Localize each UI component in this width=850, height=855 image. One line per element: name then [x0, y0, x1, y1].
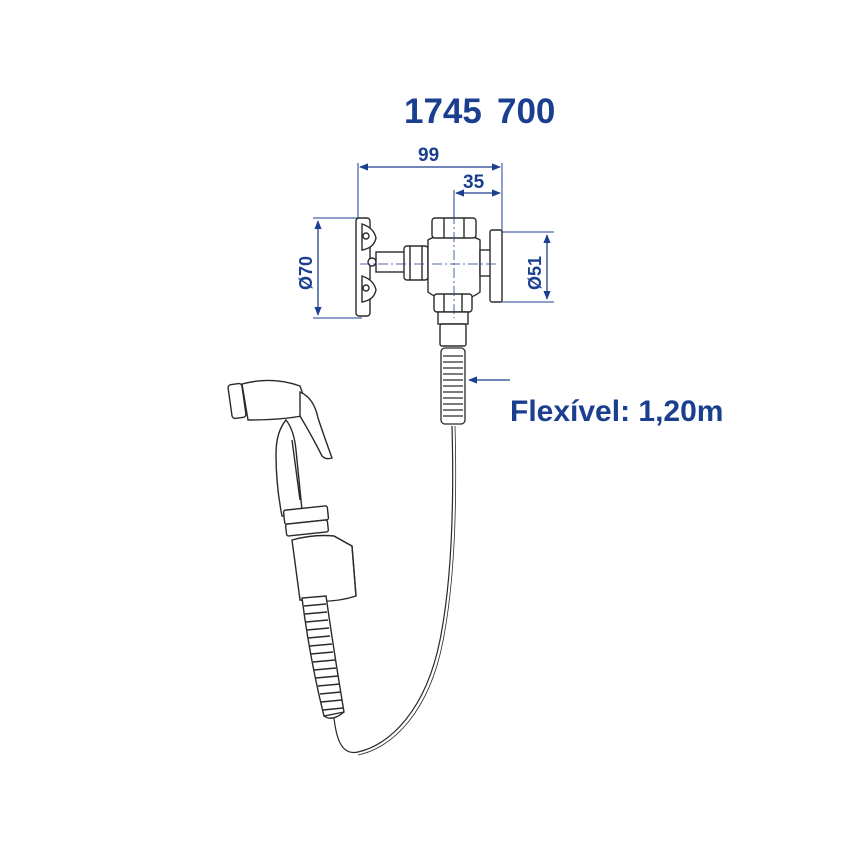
dimension-cap-diameter-label: Ø51: [525, 256, 545, 290]
dimension-cap-diameter: Ø51: [500, 231, 554, 303]
model-code-b: 700: [497, 92, 555, 131]
model-code-a: 1745: [404, 92, 482, 131]
hose-length-label: Flexível: 1,20m: [510, 395, 723, 428]
dimension-overall-width: 99: [357, 145, 503, 232]
dimension-flange-diameter: Ø70: [296, 217, 362, 319]
hose-corrugated-upper: [440, 347, 466, 425]
trigger-lever-icon: [299, 390, 333, 460]
hand-shower: [227, 379, 357, 719]
valve-body: [355, 214, 503, 347]
flange-rosette-icon: [361, 223, 377, 303]
dimension-overall-width-label: 99: [418, 145, 439, 166]
dimension-flange-diameter-label: Ø70: [296, 256, 316, 290]
flexible-hose: [333, 425, 454, 753]
dimension-offset-label: 35: [463, 172, 485, 193]
